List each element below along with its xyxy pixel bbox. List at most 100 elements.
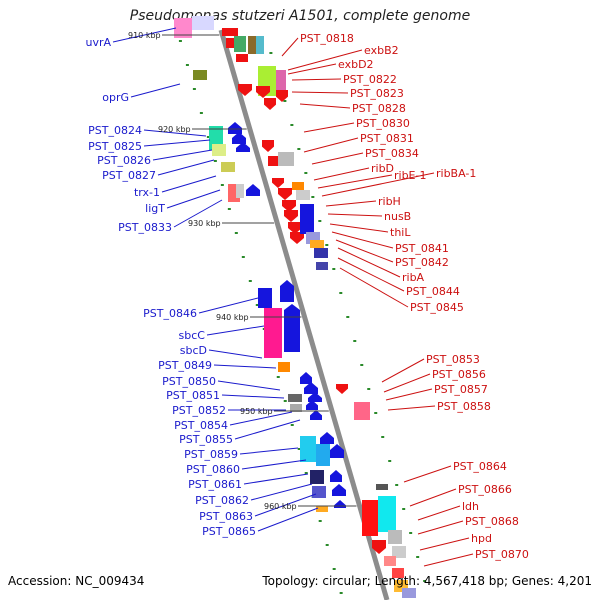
leader-line <box>317 174 393 189</box>
gene-label-pst-0860[interactable]: PST_0860 <box>186 463 240 476</box>
gene-label-pst-0866[interactable]: PST_0866 <box>458 483 512 496</box>
gene-label-pst-0850[interactable]: PST_0850 <box>162 375 216 388</box>
gene-label-pst-0858[interactable]: PST_0858 <box>437 400 491 413</box>
gene-label-pst-0828[interactable]: PST_0828 <box>352 102 406 115</box>
gene-block <box>278 362 290 372</box>
leader-line <box>112 27 177 43</box>
tick-dot <box>346 316 350 318</box>
gene-label-pst-0831[interactable]: PST_0831 <box>360 132 414 145</box>
gene-label-pst-0846[interactable]: PST_0846 <box>143 307 197 320</box>
genome-title: Pseudomonas stutzeri A1501, complete gen… <box>129 8 471 24</box>
gene-block <box>276 70 286 90</box>
gene-label-pst-0864[interactable]: PST_0864 <box>453 460 507 473</box>
gene-label-ribba-1[interactable]: ribBA-1 <box>436 167 476 180</box>
gene-label-pst-0825[interactable]: PST_0825 <box>88 140 142 153</box>
tick-dot <box>325 244 329 246</box>
gene-label-pst-0834[interactable]: PST_0834 <box>365 147 419 160</box>
gene-label-pst-0862[interactable]: PST_0862 <box>195 494 249 507</box>
gene-label-pst-0851[interactable]: PST_0851 <box>166 389 220 402</box>
gene-block <box>234 36 246 52</box>
backbone-line <box>218 29 390 600</box>
gene-block <box>264 308 282 358</box>
gene-label-ribe-1[interactable]: ribE-1 <box>394 169 426 182</box>
gene-label-ligt[interactable]: ligT <box>145 202 165 215</box>
gene-label-ldh[interactable]: ldh <box>462 500 479 513</box>
gene-label-pst-0855[interactable]: PST_0855 <box>179 433 233 446</box>
gene-label-riba[interactable]: ribA <box>402 271 425 284</box>
scale-tick-label: 960 kbp <box>264 502 297 511</box>
tick-dot <box>367 388 371 390</box>
gene-label-pst-0859[interactable]: PST_0859 <box>184 448 238 461</box>
gene-label-sbcc[interactable]: sbcC <box>179 329 206 342</box>
gene-label-ribd[interactable]: ribD <box>371 162 394 175</box>
gene-label-pst-0856[interactable]: PST_0856 <box>432 368 486 381</box>
gene-label-pst-0854[interactable]: PST_0854 <box>174 419 228 432</box>
gene-block <box>290 404 302 412</box>
gene-label-sbcd[interactable]: sbcD <box>180 344 207 357</box>
gene-label-pst-0818[interactable]: PST_0818 <box>300 32 354 45</box>
gene-block <box>392 568 404 578</box>
gene-label-pst-0845[interactable]: PST_0845 <box>410 301 464 314</box>
gene-block <box>388 530 402 544</box>
leader-line <box>241 459 307 470</box>
tick-dot <box>269 52 273 54</box>
gene-label-pst-0823[interactable]: PST_0823 <box>350 87 404 100</box>
gene-label-pst-0849[interactable]: PST_0849 <box>158 359 212 372</box>
gene-label-pst-0841[interactable]: PST_0841 <box>395 242 449 255</box>
gene-label-ribh[interactable]: ribH <box>378 195 401 208</box>
leader-line <box>173 199 223 228</box>
gene-label-nusb[interactable]: nusB <box>384 210 411 223</box>
gene-label-pst-0824[interactable]: PST_0824 <box>88 124 142 137</box>
gene-arrow <box>228 122 242 134</box>
tick-dot <box>290 124 294 126</box>
gene-block <box>174 18 192 38</box>
gene-block <box>278 152 294 166</box>
leader-line <box>337 257 405 292</box>
scale-tick-label: 930 kbp <box>188 219 221 228</box>
gene-label-pst-0844[interactable]: PST_0844 <box>406 285 460 298</box>
tick-dot <box>395 484 399 486</box>
gene-label-trx-1[interactable]: trx-1 <box>134 186 160 199</box>
gene-label-hpd[interactable]: hpd <box>471 532 492 545</box>
gene-label-pst-0865[interactable]: PST_0865 <box>202 525 256 538</box>
scale-tick-label: 920 kbp <box>158 125 191 134</box>
leader-line <box>206 325 265 336</box>
gene-label-exbd2[interactable]: exbD2 <box>338 58 374 71</box>
gene-label-pst-0842[interactable]: PST_0842 <box>395 256 449 269</box>
gene-label-exbb2[interactable]: exbB2 <box>364 44 399 57</box>
accession-text: Accession: NC_009434 <box>8 574 145 588</box>
gene-label-pst-0870[interactable]: PST_0870 <box>475 548 529 561</box>
gene-label-pst-0857[interactable]: PST_0857 <box>434 383 488 396</box>
gene-block <box>182 90 194 100</box>
gene-label-pst-0861[interactable]: PST_0861 <box>188 478 242 491</box>
gene-block <box>288 394 302 402</box>
gene-label-pst-0827[interactable]: PST_0827 <box>102 169 156 182</box>
scale-tick-label: 910 kbp <box>128 31 161 40</box>
gene-label-pst-0830[interactable]: PST_0830 <box>356 117 410 130</box>
gene-label-pst-0853[interactable]: PST_0853 <box>426 353 480 366</box>
gene-label-pst-0868[interactable]: PST_0868 <box>465 515 519 528</box>
gene-label-thil[interactable]: thiL <box>390 226 411 239</box>
gene-arrow <box>232 132 246 144</box>
gene-block <box>384 556 396 566</box>
gene-block <box>236 184 244 198</box>
gene-label-pst-0822[interactable]: PST_0822 <box>343 73 397 86</box>
gene-arrow <box>276 90 288 102</box>
gene-label-oprg[interactable]: oprG <box>102 91 129 104</box>
tick-dot <box>325 544 329 546</box>
tick-dot <box>213 160 217 162</box>
tick-dot <box>339 592 343 594</box>
leader-line <box>166 189 221 209</box>
gene-label-pst-0833[interactable]: PST_0833 <box>118 221 172 234</box>
gene-arrow <box>288 222 302 234</box>
leader-line <box>221 394 285 399</box>
gene-block <box>258 288 272 308</box>
gene-labels: uvrA oprG PST_0824PST_0825PST_0826PST_0827… <box>85 32 528 561</box>
tick-dot <box>416 556 420 558</box>
gene-label-pst-0826[interactable]: PST_0826 <box>97 154 151 167</box>
gene-arrow <box>306 400 318 410</box>
tick-dot <box>199 112 203 114</box>
gene-label-pst-0863[interactable]: PST_0863 <box>199 510 253 523</box>
gene-label-pst-0852[interactable]: PST_0852 <box>172 404 226 417</box>
gene-label-uvra[interactable]: uvrA <box>85 36 111 49</box>
